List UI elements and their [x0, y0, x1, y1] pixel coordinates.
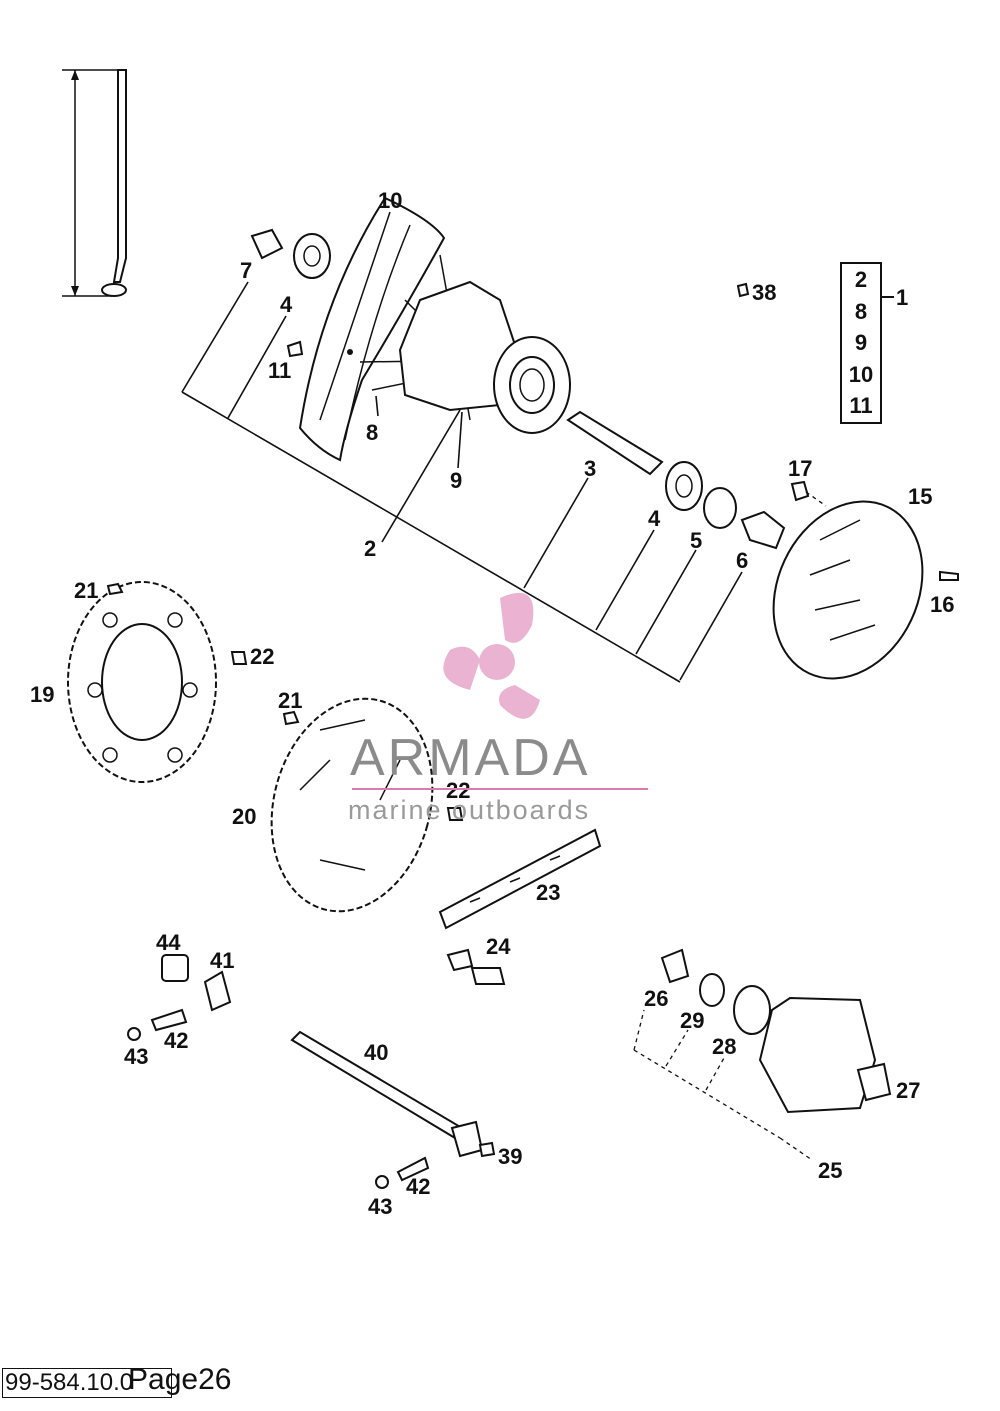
kit-connector [882, 296, 894, 298]
diagram-code: 99-584.10.0 [2, 1368, 172, 1398]
label-42-lower: 42 [406, 1174, 430, 1199]
label-7: 7 [240, 258, 252, 283]
watermark-rule [352, 788, 648, 790]
sprocket-20 [270, 697, 464, 913]
kit-item: 9 [854, 330, 868, 356]
label-40: 40 [364, 1040, 388, 1065]
label-21-lower: 21 [278, 688, 302, 713]
label-43-upper: 43 [124, 1044, 148, 1069]
kit-item: 2 [854, 267, 868, 292]
label-22-upper: 22 [250, 644, 274, 669]
sprocket-19 [67, 581, 248, 783]
label-20: 20 [232, 804, 256, 829]
kit-item: 10 [848, 361, 874, 387]
chain-23 [438, 828, 602, 930]
label-16: 16 [930, 592, 954, 617]
label-29: 29 [680, 1008, 704, 1033]
spoke-gauge [62, 69, 127, 297]
label-5: 5 [690, 528, 702, 553]
label-24: 24 [486, 934, 511, 959]
label-11: 11 [268, 358, 291, 383]
label-44: 44 [156, 930, 181, 955]
watermark-title: ARMADA [350, 729, 591, 787]
label-4-upper: 4 [280, 292, 293, 317]
label-8: 8 [366, 420, 378, 445]
chain-link-24 [446, 948, 506, 985]
wheel-rim [298, 196, 446, 462]
page-number: Page26 [128, 1363, 232, 1396]
label-28: 28 [712, 1034, 736, 1059]
kit-item: 11 [849, 393, 873, 419]
axle-parts [250, 228, 810, 550]
axle-40 [290, 1030, 496, 1189]
kit-label: 1 [896, 285, 909, 310]
label-4-lower: 4 [648, 506, 661, 531]
label-42-upper: 42 [164, 1028, 188, 1053]
kit-item: 8 [854, 298, 868, 324]
brake-disc [772, 500, 959, 680]
label-26: 26 [644, 986, 668, 1011]
kit-box: 2 8 9 10 11 [840, 262, 882, 424]
part-labels: 10 7 4 11 8 9 2 3 4 5 6 38 17 15 16 21 2… [30, 188, 954, 1219]
label-22-lower: 22 [446, 778, 470, 803]
label-3: 3 [584, 456, 596, 481]
label-27: 27 [896, 1078, 920, 1103]
label-9: 9 [450, 468, 462, 493]
label-10: 10 [378, 188, 402, 213]
label-38: 38 [752, 280, 776, 305]
watermark-subtitle: marine outboards [348, 795, 591, 825]
chain-adjuster-parts [127, 954, 232, 1041]
label-39: 39 [498, 1144, 522, 1169]
sprocket-carrier-25 [660, 948, 892, 1114]
watermark-logo [443, 592, 540, 719]
label-19: 19 [30, 682, 54, 707]
leader-lines [181, 281, 827, 1161]
label-6: 6 [736, 548, 748, 573]
label-23: 23 [536, 880, 560, 905]
label-21-upper: 21 [74, 578, 98, 603]
label-17: 17 [788, 456, 812, 481]
label-43-lower: 43 [368, 1194, 392, 1219]
label-25: 25 [818, 1158, 842, 1183]
label-15: 15 [908, 484, 932, 509]
label-41: 41 [210, 948, 234, 973]
wheel-hub [398, 280, 571, 434]
label-2: 2 [364, 536, 376, 561]
